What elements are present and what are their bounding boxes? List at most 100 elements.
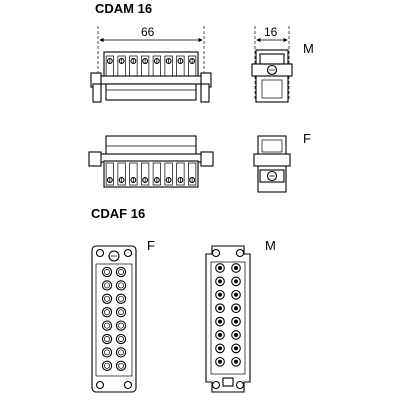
contact-pin [231, 343, 241, 354]
contact-pin-core [218, 346, 222, 351]
contact-socket-bore [104, 322, 110, 329]
contact-pin-core [234, 319, 238, 324]
contact-pin [215, 276, 225, 287]
contact-socket [115, 307, 127, 318]
male-contact-field [210, 261, 246, 375]
contact-pin-core [234, 266, 238, 270]
contact-pin [231, 263, 241, 273]
contact-pin [231, 330, 241, 340]
female-terminal-row [105, 162, 197, 186]
female-fixing-screw-top-left-icon [95, 248, 105, 258]
cdam-depth-value: 16 [264, 25, 278, 39]
contact-socket [101, 280, 113, 291]
cdaf-male-insert-face [205, 245, 251, 393]
contact-socket-bore [118, 349, 124, 356]
contact-pin-core [218, 319, 222, 324]
male-fixing-screw-bottom-right-icon [235, 380, 245, 390]
cdaf-female-view-label: F [147, 238, 155, 253]
cdam-female-front-view [88, 135, 214, 188]
terminal-clamp [176, 162, 185, 186]
contact-pin [231, 316, 241, 327]
contact-socket-bore [104, 269, 110, 275]
male-latch-pin-left [92, 83, 102, 103]
contact-pin [231, 356, 241, 367]
contact-pin [231, 276, 241, 287]
contact-socket-bore [118, 295, 124, 302]
female-side-flange [253, 153, 291, 167]
terminal-clamp [164, 162, 173, 186]
contact-socket [115, 280, 127, 291]
female-flange-right-tab [200, 151, 214, 167]
contact-pin-core [234, 279, 238, 284]
contact-pin-core [218, 292, 222, 297]
contact-socket [101, 266, 113, 278]
contact-pin [215, 330, 225, 340]
contact-pin-core [218, 266, 222, 270]
male-insert-outline [205, 245, 251, 393]
female-contact-grid [101, 266, 127, 371]
female-insert-outline [91, 245, 137, 393]
male-latch-pin-right [200, 83, 210, 103]
male-side-earth-screw-icon [266, 64, 278, 76]
contact-pin [215, 263, 225, 273]
cdam-title: CDAM 16 [95, 1, 152, 16]
contact-pin-core [218, 279, 222, 284]
contact-pin-core [218, 306, 222, 311]
contact-socket-bore [104, 349, 110, 356]
contact-socket-bore [104, 309, 110, 316]
contact-socket [101, 293, 113, 304]
cdaf-male-view-label: M [265, 238, 276, 253]
female-contact-field [95, 263, 133, 377]
male-side-screw-housing [259, 53, 285, 65]
contact-socket [115, 293, 127, 304]
contact-socket [115, 320, 127, 331]
contact-pin-core [234, 359, 238, 364]
contact-socket [115, 347, 127, 358]
male-insert-body [105, 83, 197, 101]
contact-pin [215, 316, 225, 327]
contact-socket [115, 333, 127, 345]
cdaf-female-insert-face [91, 245, 137, 393]
male-terminal-row [105, 55, 197, 77]
contact-socket [101, 360, 113, 371]
male-side-insert-face [261, 79, 283, 99]
contact-socket-bore [118, 269, 124, 275]
female-side-earth-screw-icon [266, 170, 278, 182]
contact-pin-core [234, 346, 238, 351]
cdam-female-side-view [253, 135, 291, 193]
contact-socket-bore [104, 282, 110, 289]
cdam-width-value: 66 [141, 25, 155, 39]
contact-socket [115, 360, 127, 371]
contact-pin-core [218, 359, 222, 364]
contact-pin [215, 289, 225, 300]
female-terminal-block [103, 160, 199, 188]
contact-socket-bore [118, 282, 124, 289]
terminal-clamp [117, 162, 126, 186]
cdam-male-side-view [251, 49, 293, 103]
female-fixing-screw-bottom-left-icon [95, 380, 105, 390]
contact-pin-core [234, 306, 238, 311]
terminal-clamp [105, 162, 114, 186]
contact-socket-bore [104, 295, 110, 302]
contact-socket [115, 266, 127, 278]
contact-pin-core [234, 292, 238, 297]
contact-pin [231, 303, 241, 314]
male-fixing-screw-top-right-icon [235, 248, 245, 258]
contact-socket-bore [104, 336, 110, 342]
contact-socket-bore [118, 309, 124, 316]
contact-pin [215, 303, 225, 314]
female-side-screw-housing [259, 169, 285, 183]
male-earth-terminal-icon [222, 377, 234, 387]
contact-socket [101, 333, 113, 345]
cdam-depth-dimension: 16 [254, 25, 290, 100]
contact-pin [215, 343, 225, 354]
contact-socket-bore [104, 362, 110, 369]
contact-socket-bore [118, 322, 124, 329]
male-fixing-screw-bottom-left-icon [211, 380, 221, 390]
contact-pin [231, 289, 241, 300]
terminal-clamp [141, 162, 150, 186]
contact-pin-core [218, 333, 222, 337]
terminal-clamp [152, 162, 161, 186]
female-earth-contact-icon [108, 250, 120, 262]
